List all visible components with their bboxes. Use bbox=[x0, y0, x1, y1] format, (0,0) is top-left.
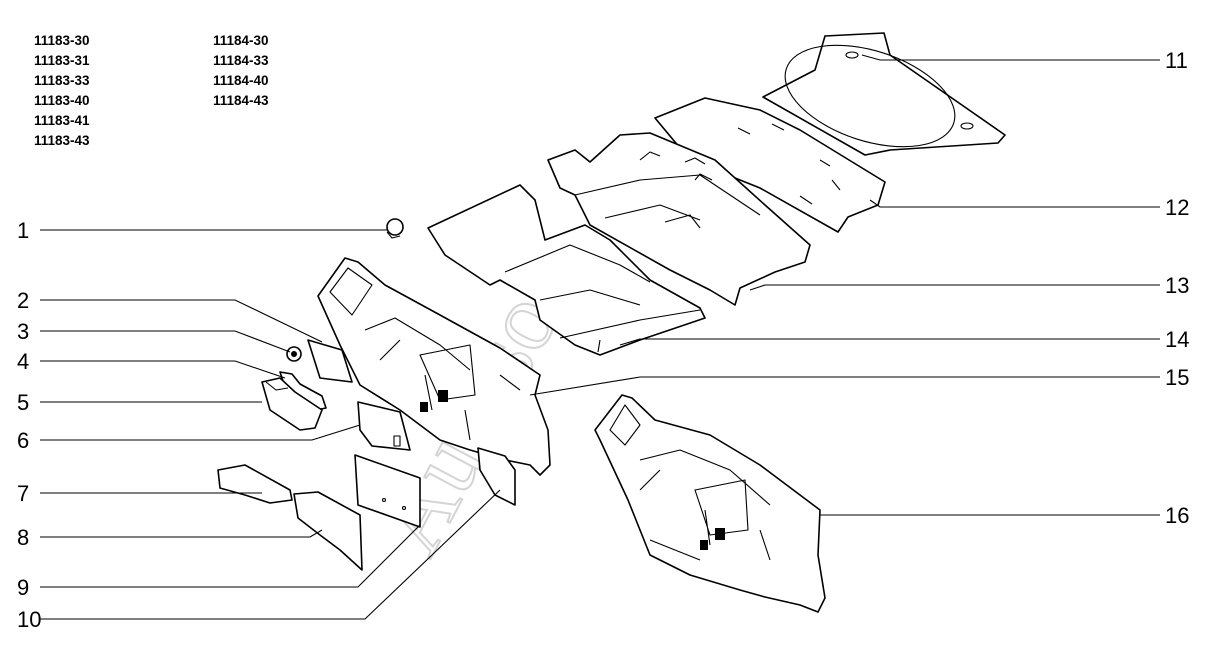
part-14-front-carpet bbox=[427, 184, 706, 356]
model-code: 11183-43 bbox=[34, 133, 90, 148]
callout-4: 4 bbox=[17, 349, 29, 374]
part-7-insulation-strip bbox=[217, 464, 293, 504]
part-11-rear-panel bbox=[762, 32, 1006, 156]
callout-14: 14 bbox=[1165, 327, 1189, 352]
model-code: 11184-30 bbox=[213, 33, 269, 48]
callout-6: 6 bbox=[17, 428, 29, 453]
part-16-bulkhead-assembled bbox=[594, 394, 826, 613]
callout-10: 10 bbox=[17, 607, 41, 632]
callout-12: 12 bbox=[1165, 195, 1189, 220]
part-9-rect-panel bbox=[354, 454, 421, 528]
model-code: 11183-31 bbox=[34, 53, 90, 68]
part-15-bulkhead-insulation bbox=[317, 257, 551, 476]
model-code: 11183-40 bbox=[34, 93, 90, 108]
model-code: 11184-43 bbox=[213, 93, 269, 108]
callout-7: 7 bbox=[17, 481, 29, 506]
model-codes-column-2: 11184-30 11184-33 11184-40 11184-43 bbox=[213, 31, 269, 111]
model-codes-column-1: 11183-30 11183-31 11183-33 11183-40 1118… bbox=[34, 31, 90, 151]
part-6-insulation-panel bbox=[357, 401, 411, 451]
model-code: 11183-41 bbox=[34, 113, 90, 128]
model-code: 11184-33 bbox=[213, 53, 269, 68]
part-13-rear-carpet bbox=[547, 132, 811, 306]
part-5-pad bbox=[261, 377, 323, 431]
callout-1: 1 bbox=[17, 218, 29, 243]
part-3-nut bbox=[286, 346, 302, 362]
callout-8: 8 bbox=[17, 525, 29, 550]
callout-9: 9 bbox=[17, 575, 29, 600]
callout-15: 15 bbox=[1165, 365, 1189, 390]
callout-numbers: 1 2 3 4 5 6 7 8 9 10 11 12 13 14 15 16 bbox=[17, 48, 1189, 632]
part-2-insulation-piece bbox=[307, 339, 353, 383]
callout-2: 2 bbox=[17, 288, 29, 313]
part-1-clip bbox=[386, 218, 404, 239]
callout-11: 11 bbox=[1165, 48, 1188, 73]
part-8-insulation-strip bbox=[293, 491, 363, 571]
callout-16: 16 bbox=[1165, 503, 1189, 528]
model-code: 11184-40 bbox=[213, 73, 269, 88]
leader-lines bbox=[40, 54, 1160, 620]
callout-13: 13 bbox=[1165, 273, 1189, 298]
model-code: 11183-33 bbox=[34, 73, 90, 88]
callout-3: 3 bbox=[17, 319, 29, 344]
model-code: 11183-30 bbox=[34, 33, 90, 48]
callout-5: 5 bbox=[17, 390, 29, 415]
part-10-panel bbox=[477, 447, 516, 506]
